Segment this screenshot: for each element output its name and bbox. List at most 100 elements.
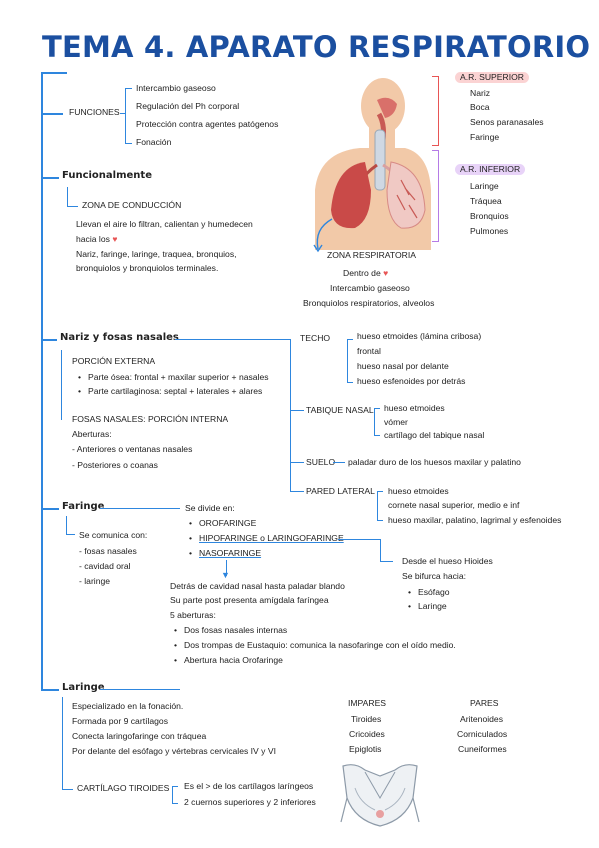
techo-item: hueso etmoides (lámina cribosa)	[357, 331, 482, 341]
funciones-heading: FUNCIONES	[69, 107, 120, 117]
pares-item: Corniculados	[457, 729, 508, 739]
nariz-link	[175, 339, 290, 341]
pared-link	[290, 491, 304, 493]
naso-arrow-shaft	[226, 560, 228, 576]
hipo-item: Esófago	[408, 587, 449, 598]
externa-item: Parte ósea: frontal + maxilar superior +…	[78, 372, 269, 383]
tabique-item: cartílago del tabique nasal	[384, 430, 485, 440]
chevron-down-icon: ▼	[221, 570, 230, 580]
techo-item: frontal	[357, 346, 381, 356]
ar-inferior-badge: A.R. INFERIOR	[455, 164, 526, 175]
inferior-item: Pulmones	[470, 226, 509, 236]
faringe-parte: NASOFARINGE	[189, 548, 261, 559]
divide-label: Se divide en:	[185, 503, 235, 513]
tabique-item: hueso etmoides	[384, 403, 445, 413]
faringe-parte: OROFARINGE	[189, 518, 256, 529]
funcion-item: Intercambio gaseoso	[136, 83, 216, 93]
naso-item: Dos trompas de Eustaquio: comunica la na…	[174, 640, 456, 651]
comunica-item: - fosas nasales	[79, 546, 137, 556]
page-title: TEMA 4. APARATO RESPIRATORIO	[42, 30, 591, 64]
conduccion-connector	[67, 187, 78, 207]
tiroides-item: Es el > de los cartílagos laríngeos	[184, 781, 314, 791]
naso-text: Detrás de cavidad nasal hasta paladar bl…	[170, 581, 345, 591]
inferior-item: Bronquios	[470, 211, 509, 221]
lungs-icon: ♥	[383, 268, 389, 278]
suelo-label: SUELO	[306, 457, 336, 467]
zona-respiratoria-text: Intercambio gaseoso	[330, 283, 410, 293]
techo-bracket	[347, 339, 353, 383]
tabique-label: TABIQUE NASAL	[306, 405, 374, 415]
conduccion-text: Nariz, faringe, laringe, traquea, bronqu…	[76, 249, 237, 259]
tiroides-item: 2 cuernos superiores y 2 inferiores	[184, 797, 316, 807]
tabique-bracket	[374, 408, 380, 436]
suelo-text: paladar duro de los huesos maxilar y pal…	[348, 457, 521, 467]
comunica-label: Se comunica con:	[79, 530, 148, 540]
suelo-arrow	[333, 462, 345, 464]
porcion-externa-label: PORCIÓN EXTERNA	[72, 356, 156, 366]
fosas-label: FOSAS NASALES: PORCIÓN INTERNA	[72, 414, 229, 424]
superior-item: Senos paranasales	[470, 117, 544, 127]
aberturas-label: Aberturas:	[72, 429, 112, 439]
larynx-cartilage-illustration	[340, 764, 420, 827]
funcion-item: Regulación del Ph corporal	[136, 101, 240, 111]
laringe-text: Especializado en la fonación.	[72, 701, 184, 711]
superior-item: Nariz	[470, 88, 491, 98]
pares-label: PARES	[470, 698, 499, 708]
naso-text: Su parte post presenta amígdala faríngea	[170, 595, 329, 605]
superior-item: Faringe	[470, 132, 500, 142]
naso-text: 5 aberturas:	[170, 610, 216, 620]
conduccion-text: hacia los ♥	[76, 234, 118, 244]
hipo-connector	[380, 539, 393, 562]
superior-bracket	[432, 76, 439, 146]
laringe-link	[100, 689, 180, 691]
zona-respiratoria-arrow	[313, 218, 333, 253]
nariz-tree-spine	[290, 339, 292, 491]
impares-item: Cricoides	[349, 729, 385, 739]
main-spine	[41, 72, 43, 690]
techo-item: hueso esfenoides por detrás	[357, 376, 466, 386]
branch-faringe	[41, 508, 59, 510]
funcion-item: Fonación	[136, 137, 172, 147]
zona-respiratoria-text: Bronquiolos respiratorios, alveolos	[303, 298, 435, 308]
laringe-heading: Laringe	[62, 682, 105, 693]
tabique-item: vómer	[384, 417, 408, 427]
branch-nariz	[41, 339, 57, 341]
funciones-stub	[120, 113, 126, 115]
pared-item: hueso etmoides	[388, 486, 449, 496]
laringe-sub-spine	[62, 697, 73, 790]
inferior-item: Laringe	[470, 181, 499, 191]
zona-respiratoria-text: Dentro de ♥	[343, 268, 389, 278]
superior-item: Boca	[470, 102, 490, 112]
comunica-item: - laringe	[79, 576, 111, 586]
branch-laringe	[41, 689, 59, 691]
conduccion-text: Llevan el aire lo filtran, calientan y h…	[76, 219, 253, 229]
conduccion-text: bronquiolos y bronquiolos terminales.	[76, 263, 219, 273]
impares-item: Epiglotis	[349, 744, 382, 754]
nariz-sub-spine	[61, 350, 68, 420]
respiratory-system-illustration	[315, 78, 431, 250]
comunica-item: - cavidad oral	[79, 561, 131, 571]
branch-funcionalmente	[41, 177, 59, 179]
laringe-text: Por delante del esófago y vértebras cerv…	[72, 746, 276, 756]
pares-item: Aritenoides	[460, 714, 503, 724]
pared-label: PARED LATERAL	[306, 486, 375, 496]
zona-respiratoria-heading: ZONA RESPIRATORIA	[327, 250, 416, 260]
laringe-text: Formada por 9 cartílagos	[72, 716, 169, 726]
abertura-item: - Posteriores o coanas	[72, 460, 158, 470]
faringe-parte: HIPOFARINGE o LARINGOFARINGE	[189, 533, 344, 544]
pared-item: hueso maxilar, palatino, lagrimal y esfe…	[388, 515, 562, 525]
techo-item: hueso nasal por delante	[357, 361, 449, 371]
zona-conduccion-label: ZONA DE CONDUCCIÓN	[82, 200, 182, 210]
pared-bracket	[377, 491, 383, 521]
tiroides-label: CARTÍLAGO TIROIDES	[77, 783, 170, 793]
funcionalmente-heading: Funcionalmente	[62, 170, 152, 181]
funciones-bracket	[125, 88, 132, 144]
pared-item: cornete nasal superior, medio e inf	[388, 500, 520, 510]
impares-label: IMPARES	[348, 698, 387, 708]
faringe-link	[100, 508, 180, 510]
laringe-text: Conecta laringofaringe con tráquea	[72, 731, 207, 741]
suelo-link	[290, 462, 304, 464]
externa-item: Parte cartilaginosa: septal + laterales …	[78, 386, 262, 397]
nariz-heading: Nariz y fosas nasales	[60, 332, 179, 343]
naso-item: Abertura hacia Orofaringe	[174, 655, 283, 666]
